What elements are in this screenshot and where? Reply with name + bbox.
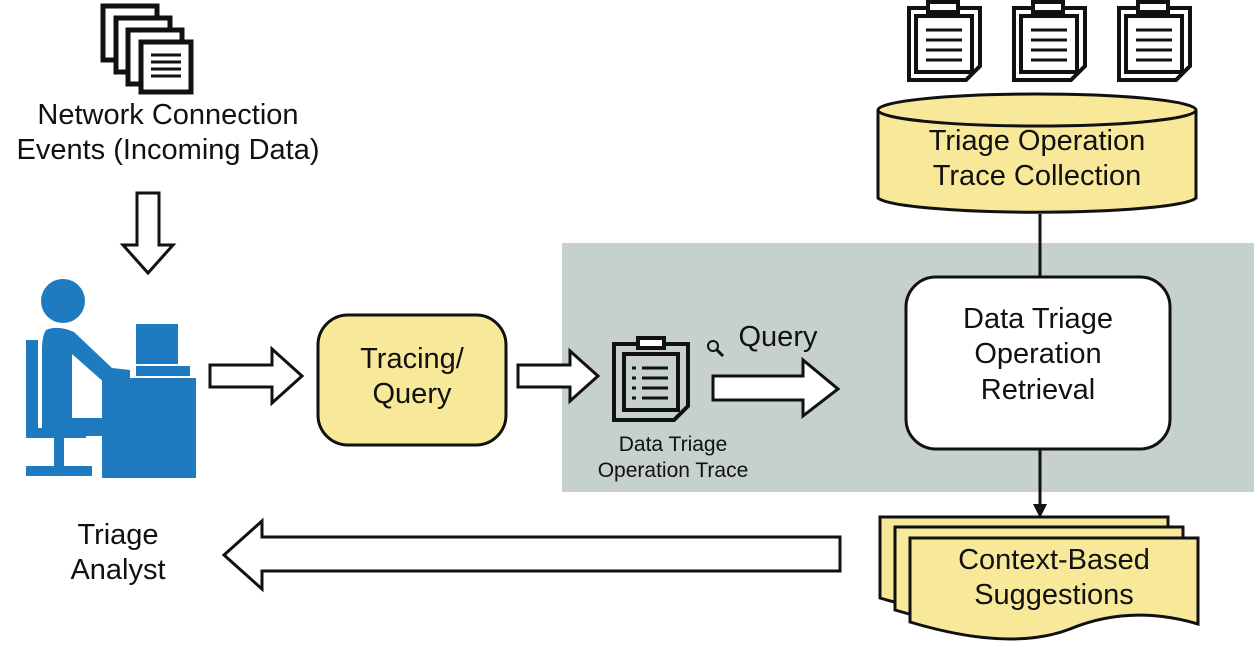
retrieval-line3: Retrieval (980, 373, 1096, 406)
triage-analyst-line1: Triage (77, 519, 159, 551)
network-events-line1: Network Connection (37, 99, 299, 131)
query-label: Query (738, 321, 818, 353)
retrieval-line2: Operation (974, 338, 1102, 371)
documents-stack-icon (100, 3, 194, 95)
network-events-line2: Events (Incoming Data) (16, 134, 320, 167)
trace-collection-line1: Triage Operation (928, 125, 1146, 157)
tracing-query-line1: Tracing/ (360, 343, 464, 375)
triage-analyst-label: Triage Analyst (30, 518, 206, 589)
retrieval-label: Data Triage Operation Retrieval (906, 302, 1170, 408)
suggestions-line1: Context-Based (958, 544, 1150, 576)
trace-collection-line2: Trace Collection (932, 160, 1142, 193)
down-arrow (119, 191, 177, 276)
trace-collection-cylinder (876, 92, 1198, 214)
arrow-tracing-to-trace (516, 347, 601, 405)
clipboard-icon-1 (907, 0, 982, 82)
search-icon (707, 340, 725, 358)
trace-collection-label: Triage Operation Trace Collection (878, 124, 1196, 195)
trace-line1: Data Triage (618, 433, 728, 456)
tracing-query-line2: Query (372, 378, 452, 411)
arrowhead-down (1033, 504, 1047, 518)
network-events-label: Network Connection Events (Incoming Data… (0, 98, 336, 169)
retrieval-box (904, 275, 1172, 451)
trace-line2: Operation Trace (597, 458, 749, 482)
suggestions-label: Context-Based Suggestions (910, 543, 1198, 614)
retrieval-line1: Data Triage (963, 303, 1113, 335)
triage-analyst-line2: Analyst (70, 554, 166, 587)
tracing-query-box (316, 313, 508, 447)
analyst-icon (26, 279, 196, 478)
arrow-analyst-to-tracing (208, 345, 305, 407)
clipboard-icon-2 (1012, 0, 1087, 82)
trace-label: Data Triage Operation Trace (562, 432, 784, 483)
suggestions-stack (878, 515, 1200, 641)
clipboard-icon-3 (1117, 0, 1192, 82)
tracing-query-label: Tracing/ Query (318, 342, 506, 413)
suggestions-line2: Suggestions (974, 579, 1134, 612)
query-arrow (711, 356, 841, 420)
clipboard-icon (612, 336, 690, 422)
arrow-suggestions-to-analyst (221, 517, 842, 593)
